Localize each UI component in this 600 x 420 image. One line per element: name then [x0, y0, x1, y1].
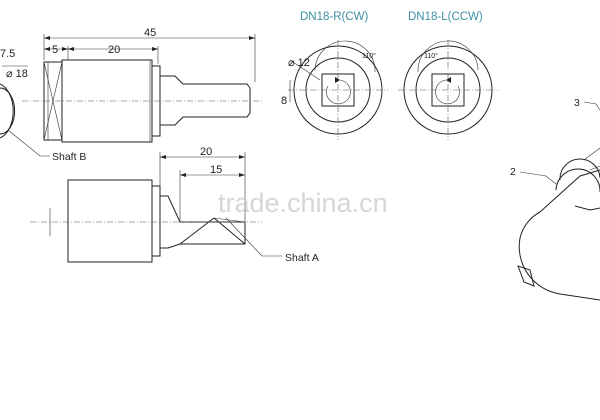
end-view-cw [288, 40, 388, 140]
shaft-a-view [30, 179, 262, 263]
end-view-ccw [398, 40, 498, 140]
callout-2: 2 [510, 166, 516, 178]
top-dimensions [2, 34, 256, 82]
callout-2-leader [519, 171, 557, 185]
shaft-b-leader [7, 129, 50, 157]
shaft-a-leader [225, 217, 282, 257]
callout-3-leader [583, 101, 600, 111]
view-title-ccw: DN18-L(CCW) [408, 11, 483, 23]
dim-45-label: 45 [144, 27, 156, 39]
shaft-b-callout: Shaft B [52, 151, 86, 163]
watermark: trade.china.cn [218, 188, 388, 218]
left-partial-view [0, 83, 16, 139]
dim-7-5-label: 7.5 [0, 48, 15, 60]
dim-8-label: 8 [281, 95, 287, 107]
shaft-a-callout: Shaft A [285, 252, 319, 264]
bottom-dimensions [159, 152, 246, 222]
dim-20-bottom-label: 20 [200, 146, 212, 158]
callout-3: 3 [574, 97, 580, 109]
shaft-b-view [22, 59, 262, 143]
dim-20-top-label: 20 [108, 44, 120, 56]
dim-dia-12-label: ⌀ 12 [288, 57, 310, 69]
view-title-cw: DN18-R(CW) [300, 11, 369, 23]
dim-5-label: 5 [52, 44, 58, 56]
angle-ccw-label: 110° [424, 52, 438, 60]
angle-cw-label: 110° [362, 52, 376, 60]
dim-15-label: 15 [210, 164, 222, 176]
perspective-view [517, 147, 600, 301]
dim-dia-18-label: ⌀ 18 [6, 68, 28, 80]
